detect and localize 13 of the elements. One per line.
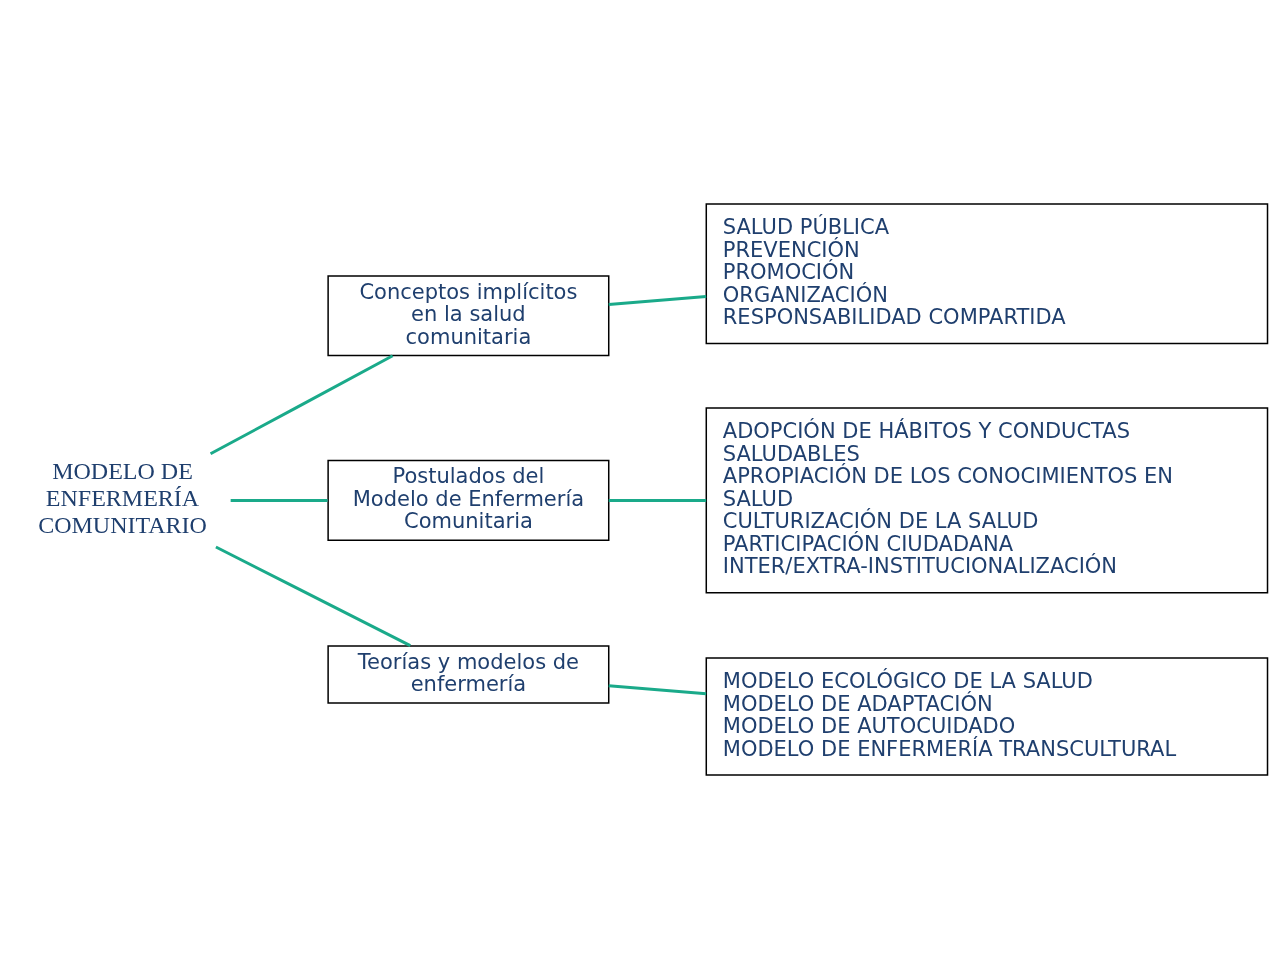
node-box: ADOPCIÓN DE HÁBITOS Y CONDUCTAS SALUDABLES APROPIACIÓN DE LOS CONOCIMIENTOS EN SALUD CULTURIZACIÓN DE LA SALUD PARTICIPACIÓN CIUDADANA INTER/EXTRA-INSTITUCIONALIZACIÓN — [705, 406, 1269, 593]
node-box: Teorías y modelos de enfermería — [327, 644, 610, 704]
node-box: MODELO ECOLÓGICO DE LA SALUD MODELO DE ADAPTACIÓN MODELO DE AUTOCUIDADO MODELO DE ENFERMERÍA TRANSCULTURAL — [705, 656, 1269, 776]
node-text: MODELO DE ENFERMERÍA COMUNITARIO — [38, 457, 207, 538]
connector — [608, 294, 707, 306]
connector — [230, 498, 328, 502]
connector — [215, 545, 411, 647]
node-box: SALUD PÚBLICA PREVENCIÓN PROMOCIÓN ORGANIZACIÓN RESPONSABILIDAD COMPARTIDA — [705, 202, 1269, 344]
connector — [209, 353, 394, 455]
connector — [608, 498, 707, 502]
connector — [608, 683, 707, 695]
node-box: Conceptos implícitos en la salud comunitaria — [327, 274, 610, 356]
node-box: Postulados del Modelo de Enfermería Comunitaria — [327, 459, 610, 541]
